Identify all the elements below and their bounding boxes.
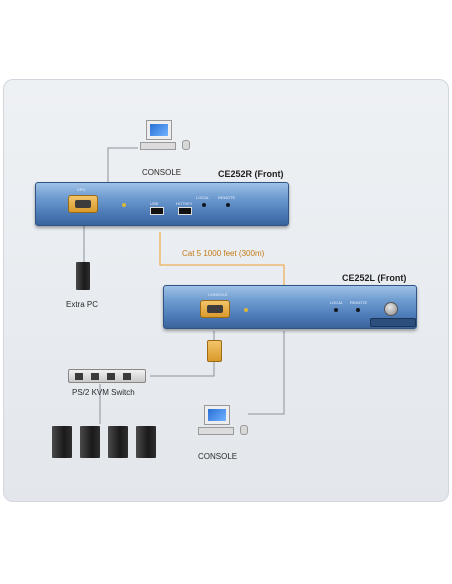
kvm-switch-icon	[68, 369, 146, 383]
extra-pc-label: Extra PC	[66, 300, 99, 309]
adapter-icon	[207, 340, 222, 362]
tower-pc-icon	[108, 426, 128, 458]
remote-led	[226, 203, 230, 207]
wire-adapter-to-kvm	[150, 361, 215, 377]
mouse-icon	[182, 140, 190, 150]
vga-port-icon	[200, 300, 230, 318]
port-indicator	[244, 308, 248, 312]
console-top-label: CONSOLE	[142, 168, 182, 177]
tower-pc-icon	[136, 426, 156, 458]
keyboard-icon	[198, 427, 234, 435]
console-bottom-label: CONSOLE	[198, 452, 238, 461]
tower-pc-icon	[52, 426, 72, 458]
monitor-icon	[204, 405, 230, 425]
local-led	[202, 203, 206, 207]
remote-unit-title: CE252R (Front)	[218, 169, 284, 179]
mode-button[interactable]	[384, 302, 398, 316]
wire-local-to-console	[248, 331, 285, 415]
keyboard-icon	[140, 142, 176, 150]
wire-cat5-cable	[159, 232, 285, 286]
wire-console-to-remote	[107, 147, 138, 184]
local-unit-title: CE252L (Front)	[342, 273, 407, 283]
kvm-switch-label: PS/2 KVM Switch	[72, 388, 135, 397]
cable-label: Cat 5 1000 feet (300m)	[182, 249, 265, 258]
usb-port-icon	[150, 207, 164, 215]
usb-port-icon	[178, 207, 192, 215]
tower-pc-icon	[76, 262, 90, 290]
local-unit-ce252l: CONSOLE LOCAL REMOTE	[163, 285, 417, 329]
vga-port-icon	[68, 195, 98, 213]
mode-label-plate	[370, 318, 416, 327]
mouse-icon	[240, 425, 248, 435]
local-led	[334, 308, 338, 312]
port-indicator	[122, 203, 126, 207]
monitor-icon	[146, 120, 172, 140]
remote-unit-ce252r: CPU USB HOTKEY LOCAL REMOTE	[35, 182, 289, 226]
tower-pc-icon	[80, 426, 100, 458]
remote-led	[356, 308, 360, 312]
